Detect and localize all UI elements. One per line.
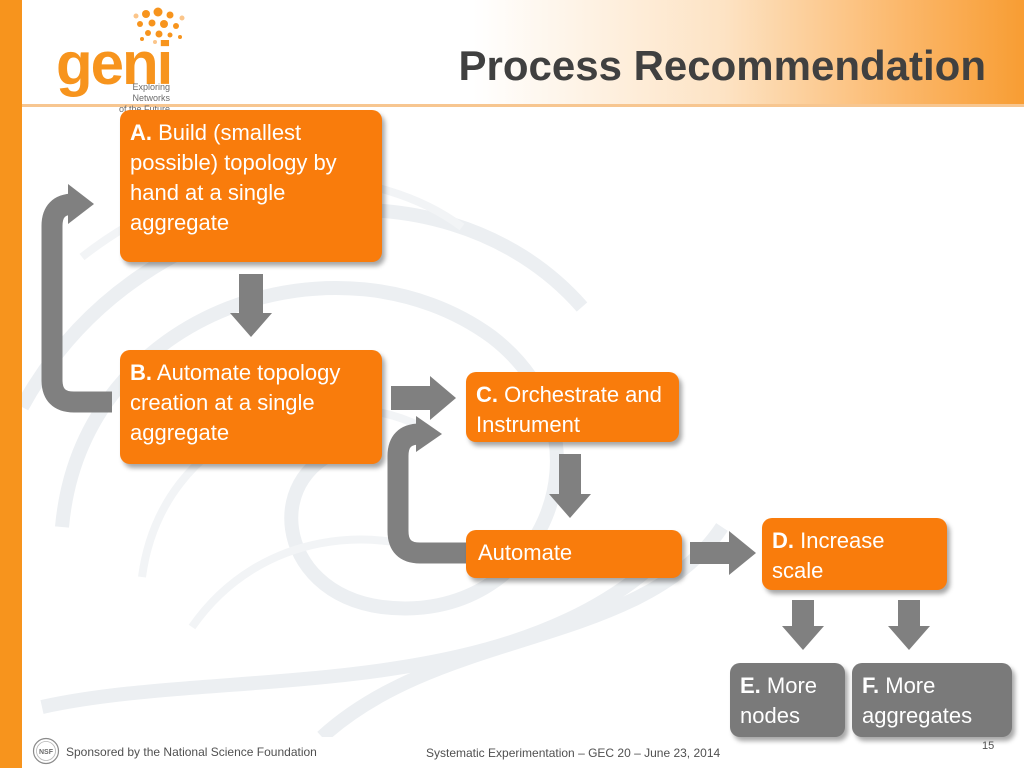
step-e-letter: E. [740, 673, 761, 698]
footer-event-text: Systematic Experimentation – GEC 20 – Ju… [426, 746, 721, 760]
geni-logo-word: geni [56, 30, 173, 97]
slide-title: Process Recommendation [458, 42, 986, 89]
step-a-box: A. Build (smallest possible) topology by… [120, 110, 382, 262]
arrow-down-a-to-b [230, 274, 272, 337]
step-b-box: B. Automate topology creation at a singl… [120, 350, 382, 464]
step-d-box: D. Increase scale [762, 518, 947, 590]
automate-text: Automate [478, 540, 573, 565]
arrow-down-d-to-e [782, 600, 824, 650]
arrow-right-automate-to-d [690, 531, 756, 575]
header-divider [22, 104, 1024, 107]
step-d-text: Increase scale [772, 528, 885, 583]
step-c-text: Orchestrate and Instrument [476, 382, 662, 437]
footer-sponsor-text: Sponsored by the National Science Founda… [66, 745, 317, 759]
step-f-box: F. More aggregates [852, 663, 1012, 737]
arrow-down-d-to-f [888, 600, 930, 650]
step-b-letter: B. [130, 360, 152, 385]
loop-automate-to-c [387, 423, 466, 564]
step-a-letter: A. [130, 120, 152, 145]
step-e-text: More nodes [740, 673, 818, 728]
header-band [22, 0, 1024, 106]
nsf-seal-icon: NSF [32, 737, 60, 765]
step-d-letter: D. [772, 528, 794, 553]
step-b-text: Automate topology creation at a single a… [130, 360, 341, 445]
loop-b-to-a [41, 193, 112, 413]
step-c-letter: C. [476, 382, 498, 407]
page-number: 15 [982, 740, 995, 752]
left-accent-bar [0, 0, 22, 768]
svg-text:NSF: NSF [39, 749, 54, 756]
step-a-text: Build (smallest possible) topology by ha… [130, 120, 337, 235]
step-c-box: C. Orchestrate and Instrument [466, 372, 679, 442]
arrow-right-b-to-c [391, 376, 456, 420]
step-f-letter: F. [862, 673, 880, 698]
automate-box: Automate [466, 530, 682, 578]
step-f-text: More aggregates [862, 673, 973, 728]
geni-logo-dots-icon [133, 7, 185, 44]
geni-logo-tagline: Exploring Networks of the Future [118, 82, 170, 114]
geni-logo: geni Exploring Networks of the Future [50, 6, 190, 114]
step-e-box: E. More nodes [730, 663, 845, 737]
arrow-down-c-to-automate [549, 454, 591, 518]
